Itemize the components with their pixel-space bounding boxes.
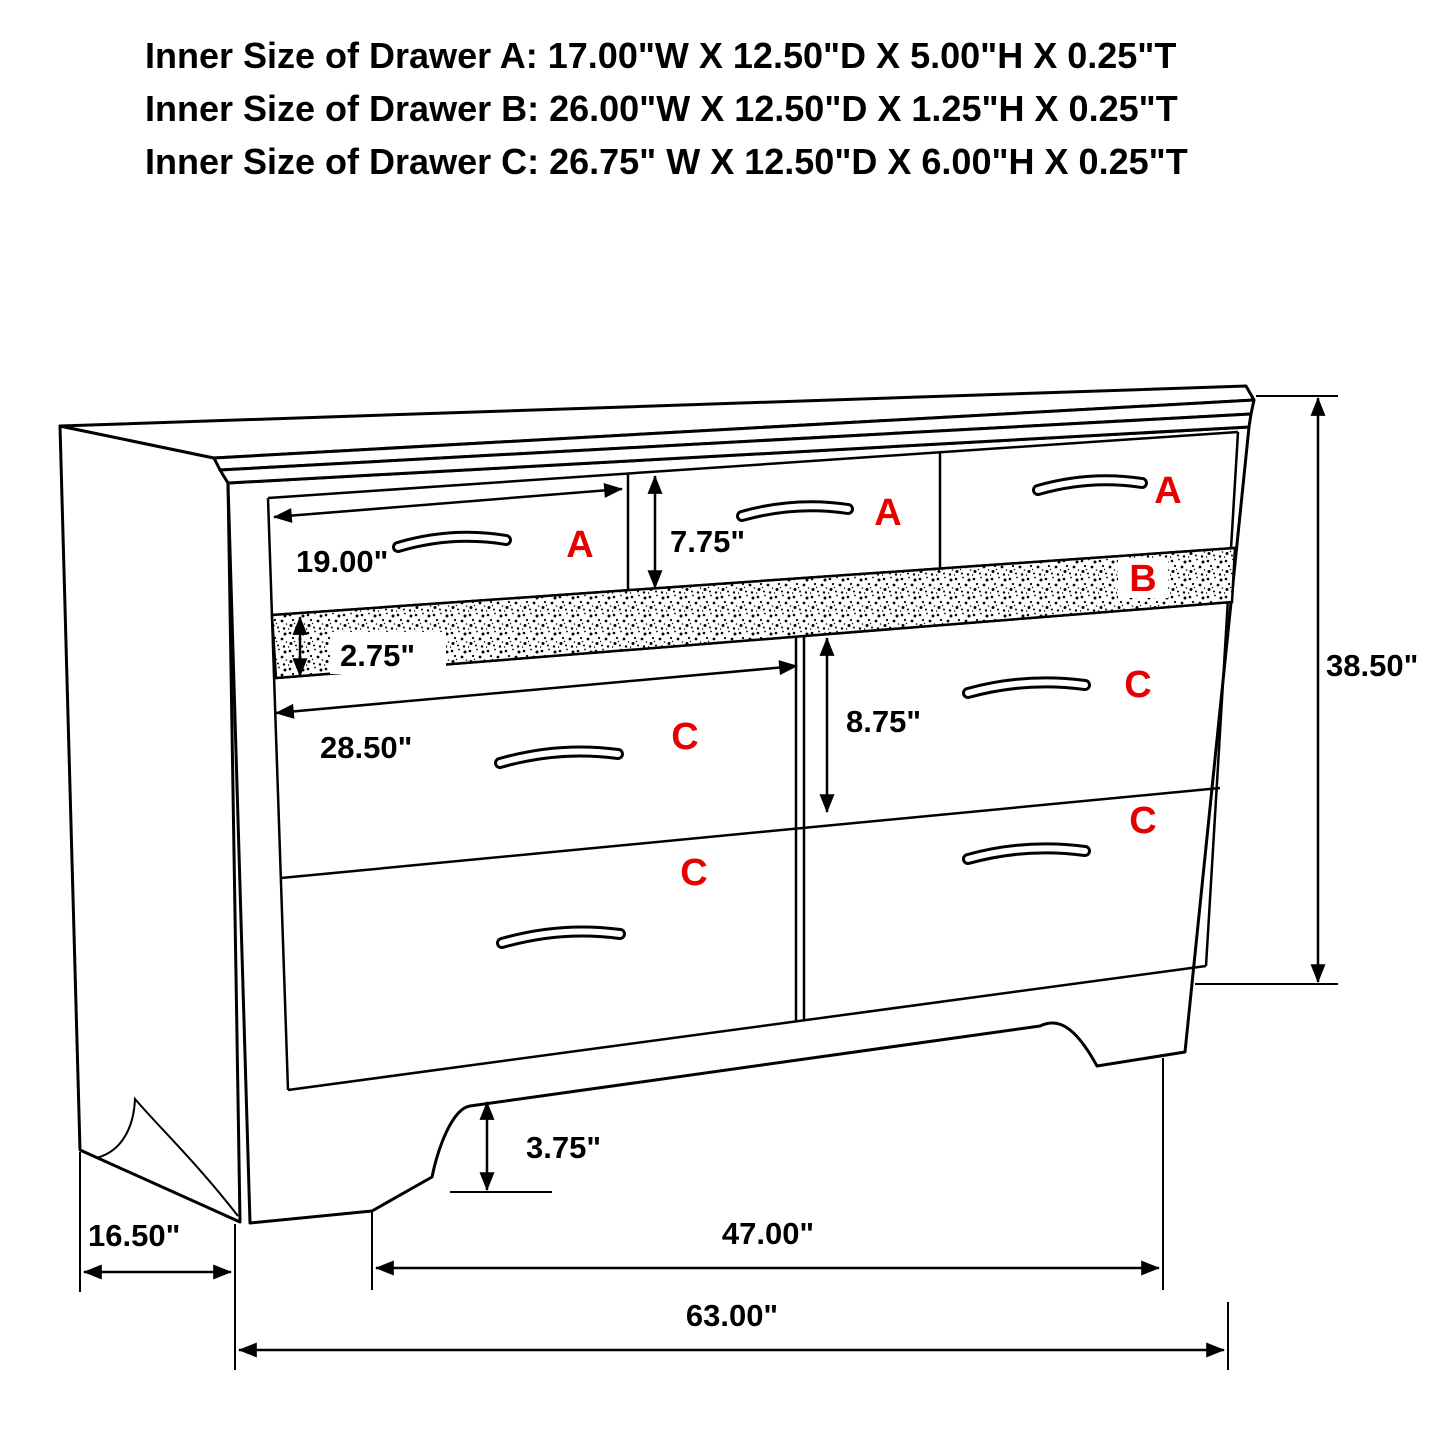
label-drawer-c-bottom-right: C — [1129, 800, 1156, 842]
label-band-b-backdrop — [1118, 558, 1168, 598]
dim-drawer-a-height: 7.75" — [647, 475, 745, 589]
handle-drawer-a1 — [392, 530, 512, 553]
dimension-arrow — [273, 482, 623, 524]
dimension-label: 63.00" — [686, 1298, 778, 1333]
dimension-label: 19.00" — [296, 544, 388, 579]
dimension-label: 3.75" — [526, 1130, 601, 1165]
side-panel — [58, 424, 242, 1224]
glitter-band-b — [270, 546, 1237, 680]
dimension-label: 28.50" — [320, 730, 412, 765]
dim-drawer-c-width: 28.50" — [275, 660, 798, 765]
dimension-label: 8.75" — [846, 704, 921, 739]
left-stile-inner-line — [266, 497, 290, 1091]
label-drawer-a2: A — [874, 492, 901, 534]
dimension-label: 2.75" — [340, 638, 415, 673]
right-stile-inner-line — [1204, 431, 1240, 967]
drawer-handles — [392, 474, 1148, 949]
dim-overall-height: 38.50" — [1195, 395, 1418, 985]
drawer-area-bottom-line — [287, 964, 1207, 1092]
dim-side-depth: 16.50" — [79, 1152, 236, 1370]
header-line-drawer-c: Inner Size of Drawer C: 26.75" W X 12.50… — [145, 141, 1188, 182]
handle-drawer-c-top-right — [962, 676, 1091, 699]
handle-drawer-a2 — [736, 500, 854, 522]
handle-drawer-c-bottom-left — [496, 925, 626, 949]
side-foot-curve — [95, 1096, 239, 1217]
dimension-label: 16.50" — [88, 1218, 180, 1253]
label-drawer-c-top-left: C — [671, 716, 698, 758]
header-line-drawer-b: Inner Size of Drawer B: 26.00"W X 12.50"… — [145, 88, 1178, 129]
label-drawer-c-bottom-left: C — [680, 852, 707, 894]
dim-drawer-c-height: 8.75" — [819, 637, 921, 813]
handle-drawer-c-top-left — [494, 745, 624, 769]
label-band-b: B — [1129, 558, 1156, 600]
label-drawer-a1: A — [566, 524, 593, 566]
dimension-arrow — [275, 660, 798, 719]
label-drawer-a3: A — [1154, 470, 1181, 512]
label-drawer-c-top-right: C — [1124, 664, 1151, 706]
dim-drawer-a-width: 19.00" — [273, 482, 623, 579]
top-edge-band-lower — [218, 412, 1253, 485]
dimensions: 19.00" 7.75" 2.75" 28.50" 8.75" 38.50" — [79, 395, 1418, 1370]
handle-drawer-a3 — [1032, 474, 1148, 496]
dimension-label: 7.75" — [670, 524, 745, 559]
dim-overall-width: 63.00" — [238, 1298, 1229, 1370]
dimension-label: 47.00" — [722, 1216, 814, 1251]
dim-feet-span: 47.00" — [371, 1058, 1164, 1290]
row-c-divider-line — [280, 786, 1221, 880]
handle-drawer-c-bottom-right — [962, 842, 1091, 865]
cabinet — [58, 384, 1256, 1225]
drawer-letter-labels: A A A B C C C C — [566, 470, 1181, 894]
header-line-drawer-a: Inner Size of Drawer A: 17.00"W X 12.50"… — [145, 35, 1176, 76]
dim-base-height: 3.75" — [450, 1101, 601, 1193]
header: Inner Size of Drawer A: 17.00"W X 12.50"… — [145, 35, 1188, 182]
dimension-label: 38.50" — [1326, 648, 1418, 683]
